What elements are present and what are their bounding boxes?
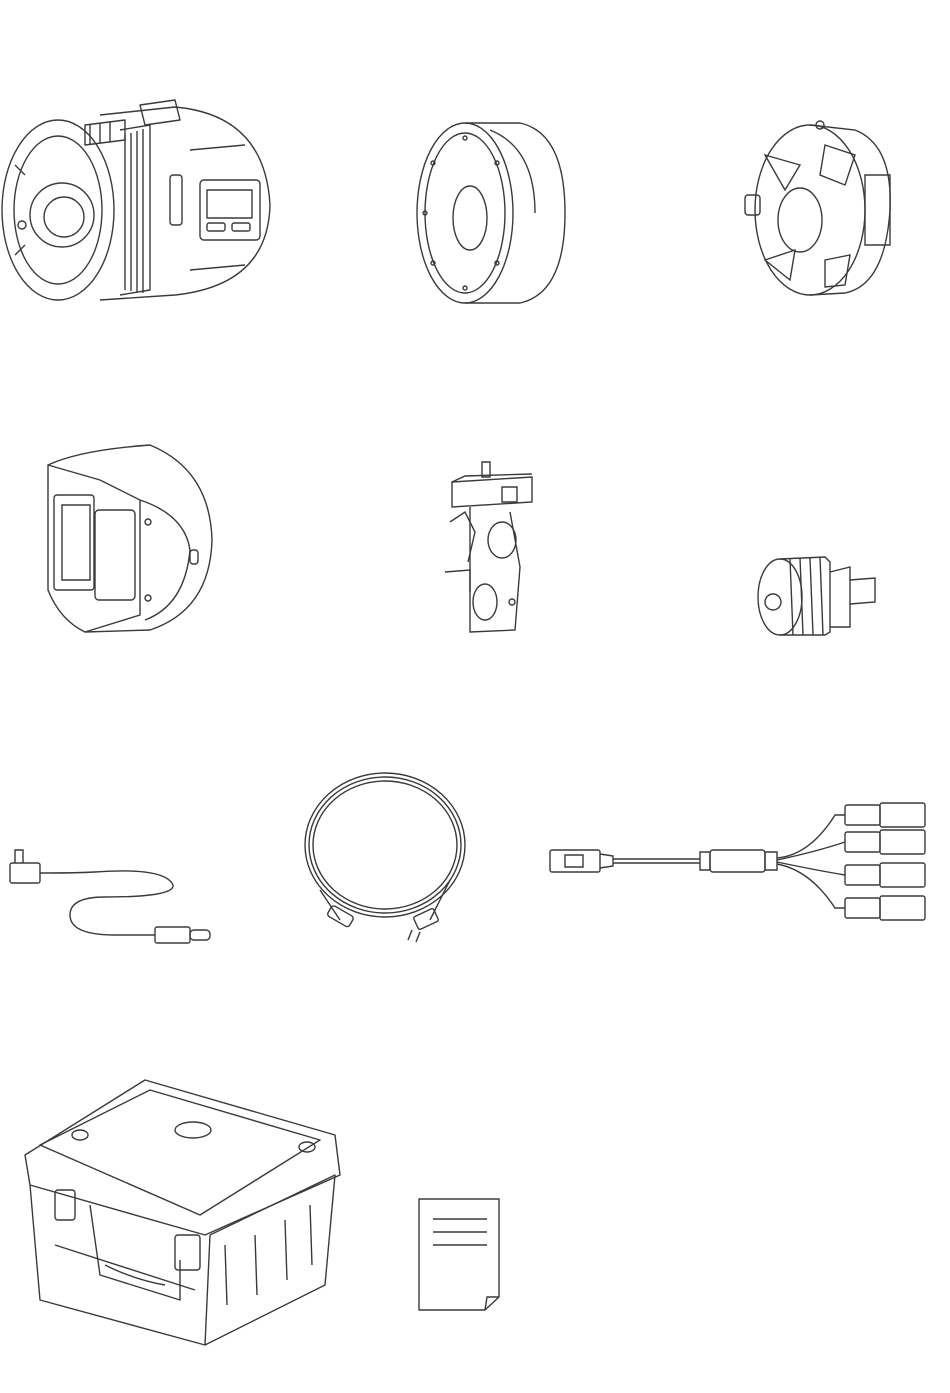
reflector-adapter-icon (745, 115, 895, 300)
screw-adapter-icon (755, 552, 880, 637)
bracket-mount-icon (440, 462, 535, 637)
usb-c-cable-icon (5, 845, 215, 945)
fresnel-cap-icon (415, 118, 570, 308)
splitter-cable-icon (545, 800, 930, 925)
light-head-icon (0, 95, 275, 315)
power-cord-icon (300, 770, 470, 945)
carrying-case-icon (15, 1075, 355, 1350)
manual-icon (417, 1197, 502, 1312)
battery-grip-icon (40, 440, 220, 635)
